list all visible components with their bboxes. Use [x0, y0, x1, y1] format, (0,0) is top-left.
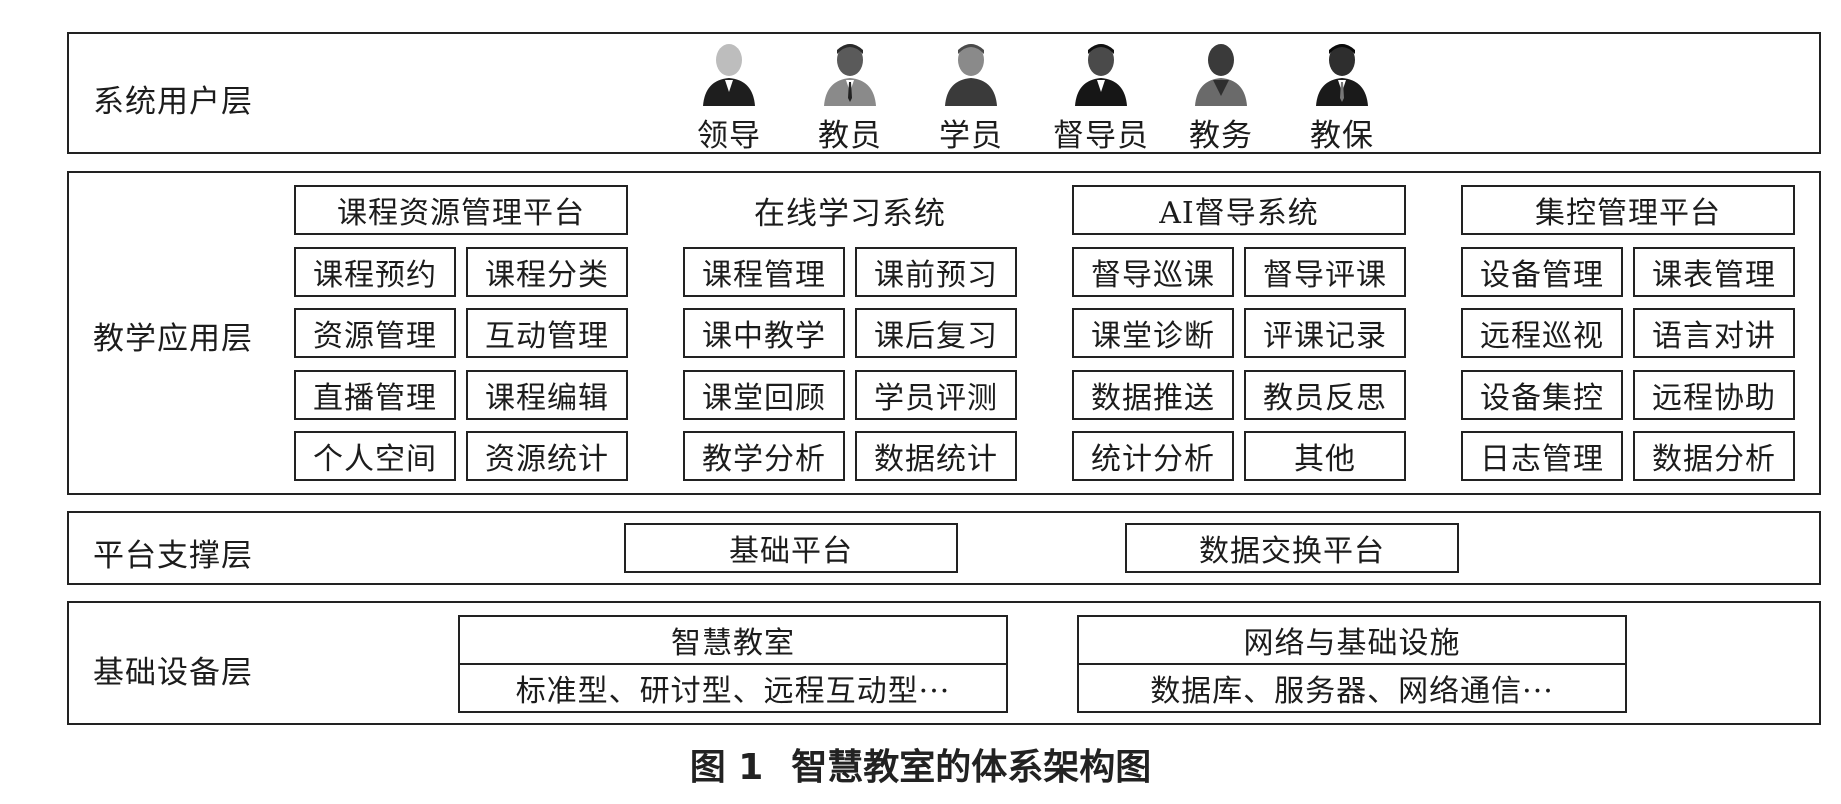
platform-box: 数据交换平台	[1125, 523, 1459, 573]
module-item: 设备集控	[1461, 370, 1623, 420]
group-title: AI督导系统	[1072, 185, 1406, 235]
user-student: 学员	[926, 40, 1016, 155]
figure-caption: 图 1 智慧教室的体系架构图	[0, 738, 1841, 790]
module-item: 学员评测	[855, 370, 1017, 420]
module-item: 资源管理	[294, 308, 456, 358]
user-academic-affairs: 教务	[1176, 40, 1266, 155]
module-item: 个人空间	[294, 431, 456, 481]
user-supervisor: 督导员	[1046, 40, 1156, 155]
group-title: 网络与基础设施	[1079, 617, 1625, 665]
module-item: 数据分析	[1633, 431, 1795, 481]
module-item: 远程协助	[1633, 370, 1795, 420]
module-item: 语言对讲	[1633, 308, 1795, 358]
group-title: 集控管理平台	[1461, 185, 1795, 235]
user-name: 督导员	[1053, 118, 1149, 154]
infrastructure-group: 智慧教室 标准型、研讨型、远程互动型···	[458, 615, 1008, 713]
group-title: 在线学习系统	[754, 195, 946, 232]
module-item: 设备管理	[1461, 247, 1623, 297]
user-teaching-support: 教保	[1297, 40, 1387, 155]
group-detail: 数据库、服务器、网络通信···	[1150, 674, 1554, 709]
user-name: 教务	[1189, 118, 1253, 154]
user-layer: 系统用户层 领导 教员 学员	[67, 32, 1821, 154]
platform-box: 基础平台	[624, 523, 958, 573]
layer-label: 系统用户层	[93, 84, 253, 120]
application-layer: 教学应用层 课程资源管理平台 课程预约 课程分类 资源管理 互动管理 直播管理 …	[67, 171, 1821, 495]
figure-number: 图 1	[689, 747, 764, 788]
group-title: 课程资源管理平台	[294, 185, 628, 235]
module-item: 课后复习	[855, 308, 1017, 358]
user-teacher: 教员	[805, 40, 895, 155]
module-item: 课中教学	[683, 308, 845, 358]
user-name: 教保	[1310, 118, 1374, 154]
module-item: 教学分析	[683, 431, 845, 481]
module-item: 远程巡视	[1461, 308, 1623, 358]
module-item: 资源统计	[466, 431, 628, 481]
user-name: 领导	[697, 118, 761, 154]
user-leader: 领导	[684, 40, 774, 155]
module-item: 课堂诊断	[1072, 308, 1234, 358]
module-item: 课表管理	[1633, 247, 1795, 297]
module-item: 课堂回顾	[683, 370, 845, 420]
user-name: 学员	[939, 118, 1003, 154]
person-icon	[1075, 44, 1127, 106]
infrastructure-layer: 基础设备层 智慧教室 标准型、研讨型、远程互动型··· 网络与基础设施 数据库、…	[67, 601, 1821, 725]
figure-title: 智慧教室的体系架构图	[791, 747, 1152, 788]
module-item: 直播管理	[294, 370, 456, 420]
group-title: 智慧教室	[460, 617, 1006, 665]
module-item: 督导巡课	[1072, 247, 1234, 297]
support-layer: 平台支撑层 基础平台 数据交换平台	[67, 511, 1821, 585]
module-item: 课程管理	[683, 247, 845, 297]
person-icon	[1316, 44, 1368, 106]
layer-label: 教学应用层	[93, 321, 253, 357]
layer-label: 基础设备层	[93, 655, 253, 691]
user-name: 教员	[818, 118, 882, 154]
module-item: 其他	[1244, 431, 1406, 481]
module-item: 课前预习	[855, 247, 1017, 297]
person-icon	[824, 44, 876, 106]
person-icon	[703, 44, 755, 106]
person-icon	[1195, 44, 1247, 106]
module-item: 评课记录	[1244, 308, 1406, 358]
module-item: 日志管理	[1461, 431, 1623, 481]
layer-label: 平台支撑层	[93, 538, 253, 574]
person-icon	[945, 44, 997, 106]
group-detail: 标准型、研讨型、远程互动型···	[515, 674, 951, 709]
module-item: 课程编辑	[466, 370, 628, 420]
module-item: 教员反思	[1244, 370, 1406, 420]
module-item: 统计分析	[1072, 431, 1234, 481]
module-item: 督导评课	[1244, 247, 1406, 297]
module-item: 互动管理	[466, 308, 628, 358]
module-item: 数据推送	[1072, 370, 1234, 420]
module-item: 课程分类	[466, 247, 628, 297]
module-item: 数据统计	[855, 431, 1017, 481]
module-item: 课程预约	[294, 247, 456, 297]
infrastructure-group: 网络与基础设施 数据库、服务器、网络通信···	[1077, 615, 1627, 713]
